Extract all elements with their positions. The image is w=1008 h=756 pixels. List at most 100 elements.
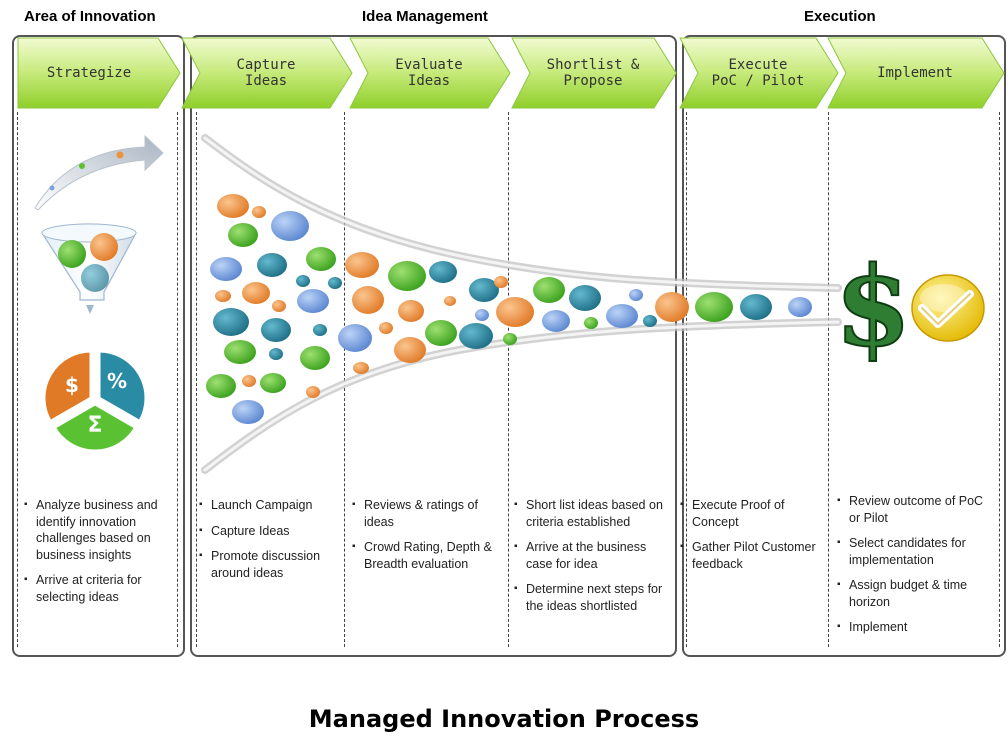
bullets-execute-poc: Execute Proof of Concept Gather Pilot Cu… [680,497,830,581]
idea-bubble [394,337,426,363]
stage-label-strategize: Strategize [20,40,158,106]
column-separator [828,112,829,647]
idea-bubble [459,323,493,349]
column-separator [999,112,1000,647]
idea-bubble [328,277,342,289]
idea-bubble [306,247,336,271]
list-item: Capture Ideas [199,523,342,540]
stage-label-line: Propose [563,73,623,89]
list-item: Gather Pilot Customer feedback [680,539,830,572]
idea-bubble [297,289,329,313]
section-title-area-of-innovation: Area of Innovation [24,8,156,25]
list-item: Assign budget & time horizon [837,577,997,610]
idea-bubble [788,297,812,317]
idea-bubble [224,340,256,364]
idea-bubble [496,297,534,327]
stage-label-line: Evaluate [395,57,463,73]
idea-bubble [242,375,256,387]
idea-bubble [494,276,508,288]
list-item: Reviews & ratings of ideas [352,497,506,530]
column-separator [196,112,197,647]
idea-bubble [345,252,379,278]
pie-slice [52,402,138,453]
bullets-strategize: Analyze business and identify innovation… [24,497,176,614]
check-badge-icon [911,274,985,342]
idea-bubble [425,320,457,346]
idea-bubble [352,286,384,314]
stage-label-line: Implement [877,65,953,81]
idea-bubble [475,309,489,321]
chevron-strategize [17,37,181,109]
stage-label-shortlist-propose: Shortlist &Propose [532,40,654,106]
dollar-sign-icon: $ [835,242,912,371]
idea-bubble [584,317,598,329]
stage-label-line: Strategize [46,65,132,81]
idea-bubble [379,322,393,334]
column-separator [177,112,178,647]
idea-bubble [252,206,266,218]
idea-bubbles [206,194,812,424]
pie-symbol-percent: % [107,369,127,393]
pie-chart-icon: % $ Σ [42,349,148,453]
idea-bubble [398,300,424,322]
idea-bubble [429,261,457,283]
stage-label-line: PoC / Pilot [711,73,805,89]
list-item: Determine next steps for the ideas short… [514,581,674,614]
idea-bubble [503,333,517,345]
list-item: Crowd Rating, Depth & Breadth evaluation [352,539,506,572]
idea-bubble [206,374,236,398]
chevron-shortlist-propose [511,37,677,109]
pie-symbol-sigma: Σ [87,413,102,438]
panel-area-of-innovation [12,35,185,657]
idea-bubble [469,278,499,302]
idea-bubble [257,253,287,277]
bullets-shortlist-propose: Short list ideas based on criteria estab… [514,497,674,623]
chevron-evaluate-ideas [349,37,511,109]
pie-slice [97,349,148,424]
stage-label-line: Execute [728,57,788,73]
section-title-execution: Execution [804,8,876,25]
idea-bubble [242,282,270,304]
chevron-implement [827,37,1005,109]
idea-bubble [271,211,309,241]
idea-bubble [260,373,286,393]
list-item: Promote discussion around ideas [199,548,342,581]
list-item: Short list ideas based on criteria estab… [514,497,674,530]
list-item: Arrive at the business case for idea [514,539,674,572]
list-item: Launch Campaign [199,497,342,514]
idea-bubble [261,318,291,342]
idea-bubble [655,292,689,322]
chevron-capture-ideas [181,37,353,109]
idea-bubble [569,285,601,311]
idea-bubble [533,277,565,303]
idea-bubble [296,275,310,287]
bullets-implement: Review outcome of PoC or Pilot Select ca… [837,493,997,645]
pie-symbol-dollar: $ [65,373,79,397]
column-separator [17,112,18,647]
idea-bubble [629,289,643,301]
list-item: Implement [837,619,997,636]
stage-label-implement: Implement [848,40,982,106]
idea-bubble [213,308,249,336]
list-item: Analyze business and identify innovation… [24,497,176,563]
panel-execution [682,35,1006,657]
idea-bubble [542,310,570,332]
idea-bubble [269,348,283,360]
idea-bubble [232,400,264,424]
stage-label-line: Capture [236,57,296,73]
column-separator [508,112,509,647]
idea-bubble [313,324,327,336]
stage-label-line: Ideas [407,73,451,89]
list-item: Select candidates for implementation [837,535,997,568]
idea-bubble [388,261,426,291]
section-title-idea-management: Idea Management [362,8,488,25]
idea-bubble [215,290,231,302]
list-item: Arrive at criteria for selecting ideas [24,572,176,605]
idea-bubble [210,257,242,281]
column-separator [686,112,687,647]
pie-slice [42,349,93,424]
list-item: Execute Proof of Concept [680,497,830,530]
